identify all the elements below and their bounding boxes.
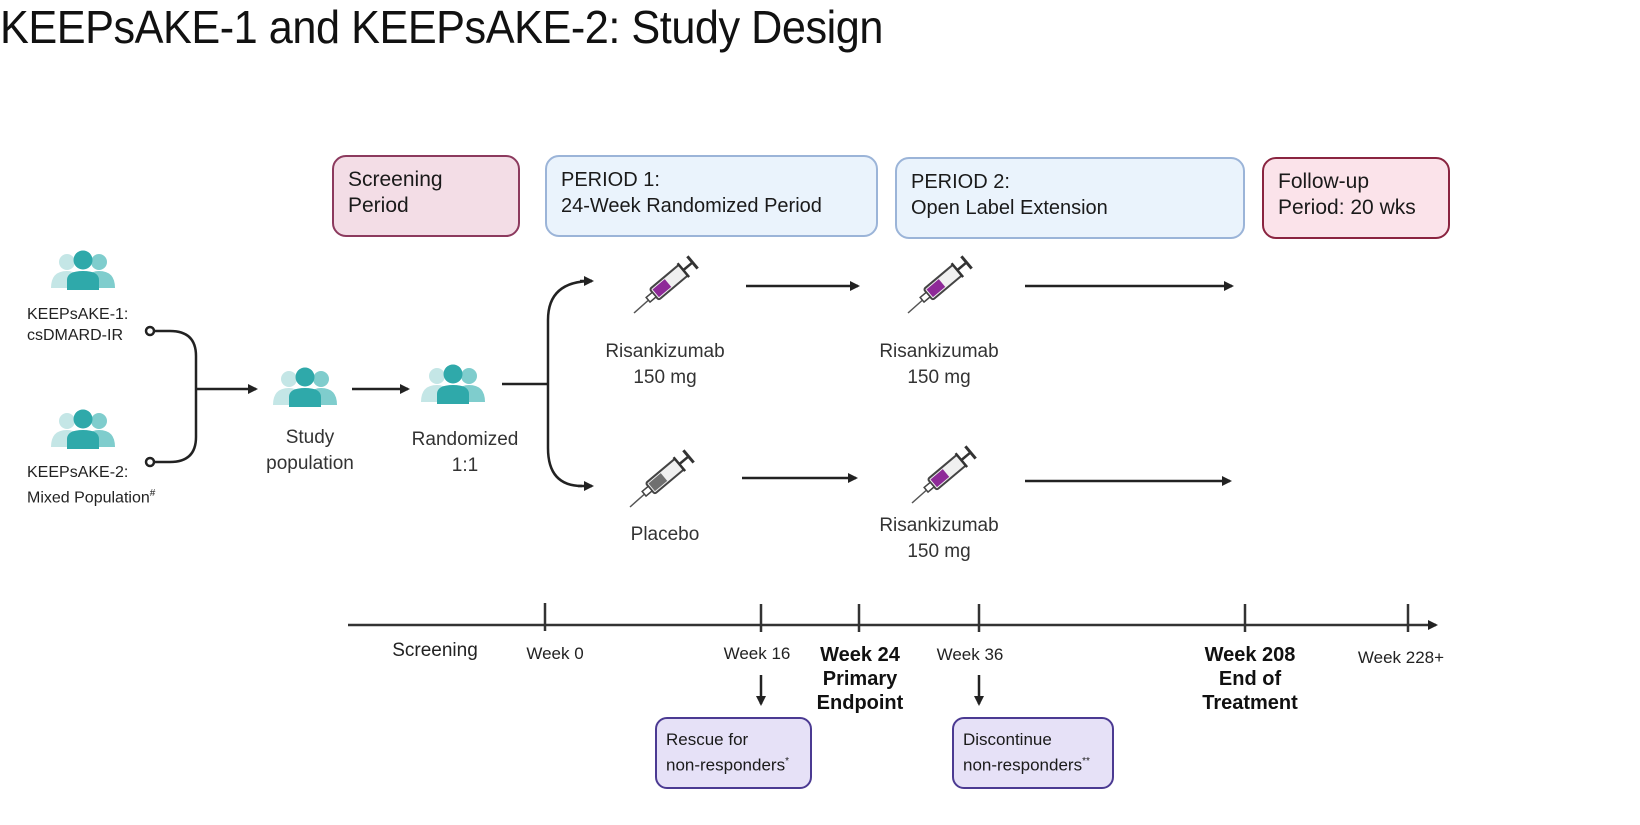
drug-name: Risankizumab bbox=[879, 341, 999, 362]
drug-dose: 150 mg bbox=[907, 541, 971, 562]
randomization-split bbox=[502, 279, 593, 488]
drug-name: Risankizumab bbox=[605, 341, 725, 362]
timeline-ticks bbox=[543, 603, 1410, 632]
study-population-line1: Study bbox=[285, 427, 335, 448]
keepsake2-line2: Mixed Population# bbox=[27, 483, 155, 508]
timeline-label-week16: Week 16 bbox=[723, 644, 791, 663]
study-population-line2: population bbox=[266, 453, 354, 474]
timeline-label-week208: Week 208 End of Treatment bbox=[1185, 643, 1315, 715]
randomized-line2: 1:1 bbox=[451, 455, 479, 476]
rescue-note-box: Rescue for non-responders* bbox=[655, 717, 812, 789]
screening-period-box: Screening Period bbox=[332, 155, 520, 237]
followup-period-box: Follow-up Period: 20 wks bbox=[1262, 157, 1450, 239]
week24-line2: Primary bbox=[822, 668, 898, 690]
keepsake2-line1: KEEPsAKE-2: bbox=[27, 464, 129, 481]
randomized-label: Randomized 1:1 bbox=[400, 427, 530, 479]
discontinue-note-box: Discontinue non-responders** bbox=[952, 717, 1114, 789]
people-icon-randomized bbox=[421, 364, 485, 404]
period1-line1: PERIOD 1: bbox=[561, 169, 660, 191]
week208-line3: Treatment bbox=[1202, 692, 1298, 714]
discontinue-line2: non-responders** bbox=[963, 751, 1103, 777]
week208-line1: Week 208 bbox=[1204, 644, 1296, 666]
followup-line2: Period: 20 wks bbox=[1278, 196, 1416, 219]
people-icon-keepsake2 bbox=[51, 409, 115, 449]
keepsake1-line2: csDMARD-IR bbox=[27, 327, 123, 344]
rescue-text: non-responders bbox=[666, 755, 786, 775]
keepsake2-text: Mixed Population bbox=[27, 489, 150, 507]
keepsake2-label: KEEPsAKE-2: Mixed Population# bbox=[27, 462, 155, 508]
rescue-footnote-mark: * bbox=[785, 756, 789, 767]
discontinue-footnote-mark: ** bbox=[1082, 756, 1090, 767]
drug-dose: 150 mg bbox=[907, 367, 971, 388]
week24-line3: Endpoint bbox=[816, 692, 904, 714]
people-icon-keepsake1 bbox=[51, 250, 115, 290]
screening-period-line2: Period bbox=[348, 194, 409, 217]
arm-p2-top-risankizumab-label: Risankizumab 150 mg bbox=[864, 339, 1014, 391]
period1-line2: 24-Week Randomized Period bbox=[561, 195, 822, 217]
period2-line1: PERIOD 2: bbox=[911, 171, 1010, 193]
timeline-label-week24: Week 24 Primary Endpoint bbox=[800, 643, 920, 715]
drug-name: Placebo bbox=[630, 524, 700, 545]
discontinue-text: non-responders bbox=[963, 755, 1083, 775]
randomized-line1: Randomized bbox=[411, 429, 519, 450]
people-icon-study-population bbox=[273, 367, 337, 407]
period2-box: PERIOD 2: Open Label Extension bbox=[895, 157, 1245, 239]
keepsake1-label: KEEPsAKE-1: csDMARD-IR bbox=[27, 304, 128, 346]
arm-p1-risankizumab-label: Risankizumab 150 mg bbox=[590, 339, 740, 391]
period1-box: PERIOD 1: 24-Week Randomized Period bbox=[545, 155, 878, 237]
discontinue-line1: Discontinue bbox=[963, 730, 1052, 749]
study-population-label: Study population bbox=[255, 425, 365, 477]
merge-connector bbox=[144, 325, 198, 468]
timeline-label-week228: Week 228+ bbox=[1357, 648, 1445, 667]
page-title: KEEPsAKE-1 and KEEPsAKE-2: Study Design bbox=[0, 1, 883, 53]
timeline-label-week36: Week 36 bbox=[936, 645, 1004, 664]
week208-line2: End of bbox=[1218, 668, 1282, 690]
syringe-risankizumab-icon bbox=[906, 254, 974, 315]
arm-p2-bottom-risankizumab-label: Risankizumab 150 mg bbox=[864, 513, 1014, 565]
drug-name: Risankizumab bbox=[879, 515, 999, 536]
timeline-label-week0: Week 0 bbox=[526, 644, 584, 663]
keepsake2-footnote-mark: # bbox=[149, 488, 156, 499]
week24-line1: Week 24 bbox=[820, 644, 900, 666]
rescue-line1: Rescue for bbox=[666, 730, 749, 749]
screening-period-line1: Screening bbox=[348, 168, 443, 191]
timeline-label-screening: Screening bbox=[392, 640, 478, 661]
rescue-line2: non-responders* bbox=[666, 751, 801, 777]
period2-line2: Open Label Extension bbox=[911, 197, 1108, 219]
syringe-risankizumab-icon bbox=[910, 444, 978, 505]
syringe-risankizumab-icon bbox=[632, 254, 700, 315]
arm-p1-placebo-label: Placebo bbox=[590, 522, 740, 548]
drug-dose: 150 mg bbox=[633, 367, 697, 388]
followup-line1: Follow-up bbox=[1278, 170, 1370, 193]
syringe-placebo-icon bbox=[628, 448, 696, 509]
keepsake1-line1: KEEPsAKE-1: bbox=[27, 306, 129, 323]
